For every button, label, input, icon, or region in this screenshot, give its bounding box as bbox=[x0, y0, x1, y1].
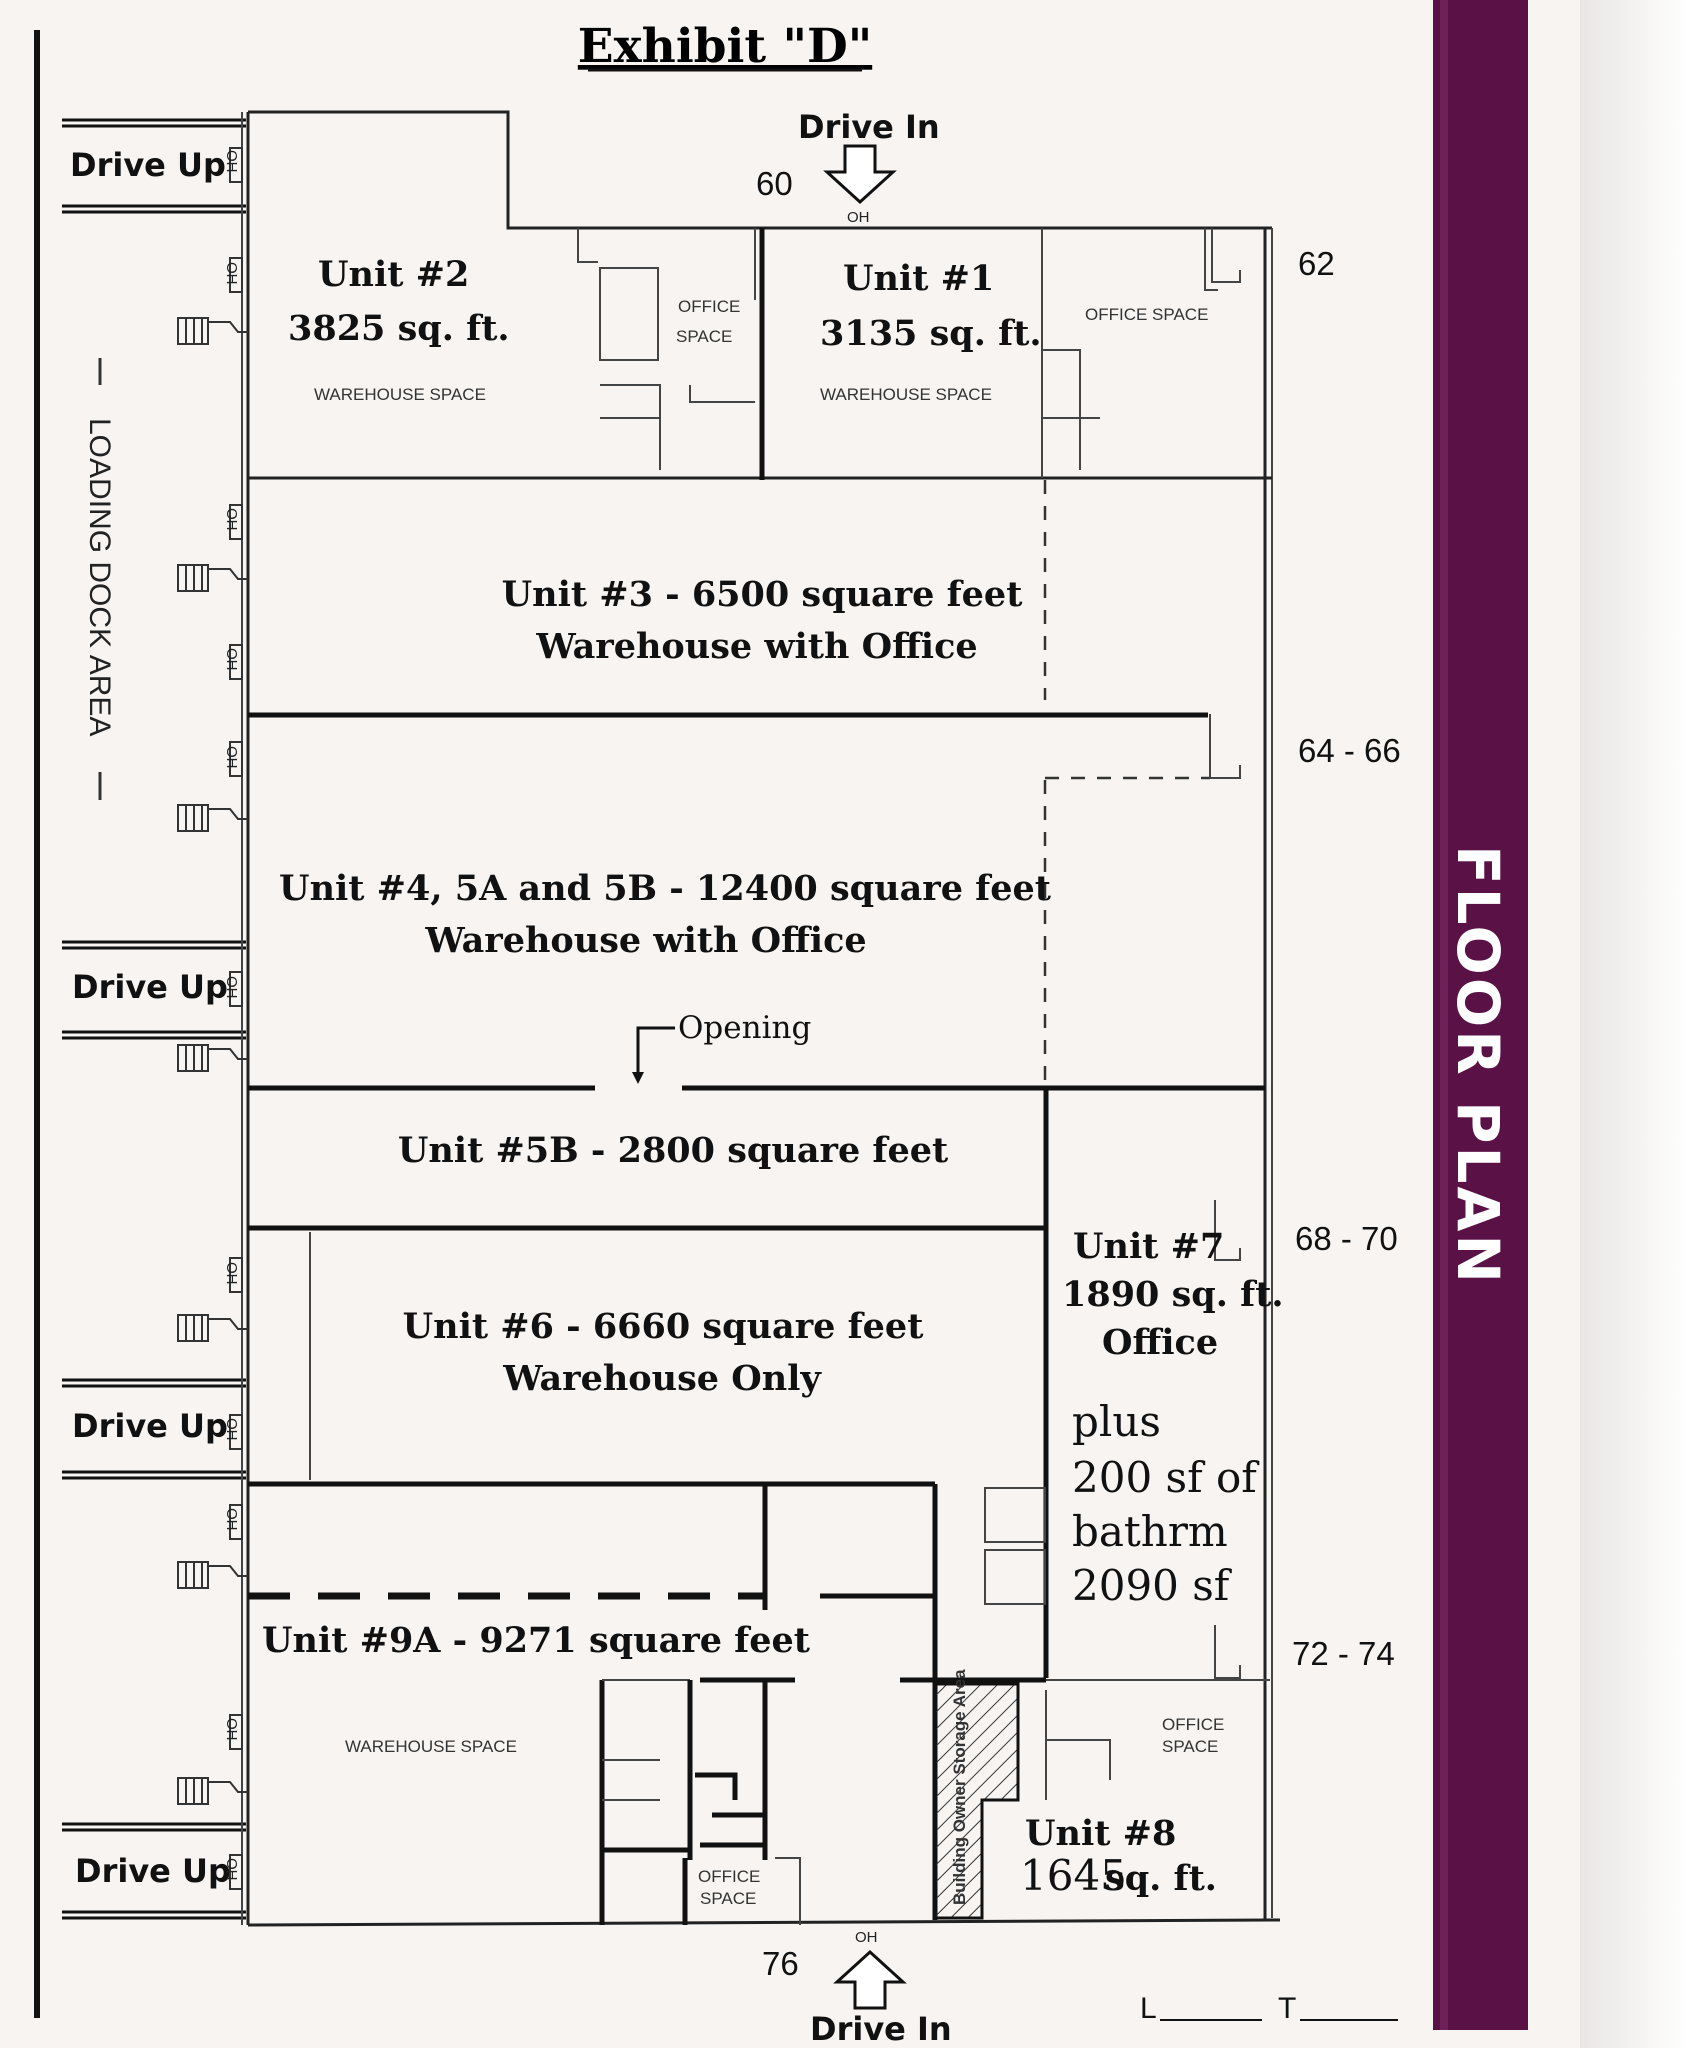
address-72-74: 72 - 74 bbox=[1292, 1635, 1395, 1672]
unit-5b-line1: Unit #5B - 2800 square feet bbox=[398, 1130, 948, 1171]
unit-6-line1: Unit #6 - 6660 square feet bbox=[403, 1306, 924, 1347]
unit-9a-warehouse-label: WAREHOUSE SPACE bbox=[345, 1737, 517, 1756]
unit-1-size: 3135 sq. ft. bbox=[820, 313, 1042, 354]
drive-in-label-bottom: Drive In bbox=[810, 2010, 952, 2048]
unit-6-line2: Warehouse Only bbox=[502, 1358, 822, 1399]
address-62: 62 bbox=[1298, 245, 1335, 282]
building-outline bbox=[241, 110, 1281, 1927]
oh-door-mark: OH bbox=[223, 262, 240, 285]
address-68-70: 68 - 70 bbox=[1295, 1220, 1398, 1257]
oh-door-mark: OH bbox=[223, 1508, 240, 1531]
dock-stairs bbox=[177, 317, 248, 1805]
unit-4-line2: Warehouse with Office bbox=[424, 920, 866, 961]
unit-7-note-4: 2090 sf bbox=[1072, 1561, 1233, 1610]
unit-1-office-label: OFFICE SPACE bbox=[1085, 305, 1208, 324]
drive-in-arrow-top bbox=[823, 144, 897, 205]
unit-3-line2: Warehouse with Office bbox=[535, 626, 977, 667]
oh-door-mark: OH bbox=[223, 1718, 240, 1741]
floor-plan-label: FLOOR PLAN bbox=[1444, 845, 1512, 1286]
oh-door-mark: OH bbox=[223, 648, 240, 671]
oh-door-mark: OH bbox=[223, 1262, 240, 1285]
initials-t-label: T bbox=[1278, 1992, 1296, 2025]
unit-2-name: Unit #2 bbox=[318, 254, 469, 295]
opening-label: Opening bbox=[678, 1010, 811, 1046]
oh-door-mark: OH bbox=[223, 508, 240, 531]
unit-7-note-3: bathrm bbox=[1072, 1507, 1228, 1556]
unit-9a-office-label-1: OFFICE bbox=[698, 1867, 760, 1886]
unit-9a-office-label-2: SPACE bbox=[700, 1889, 756, 1908]
drive-up-lines bbox=[62, 118, 246, 1920]
unit-7-name: Unit #7 bbox=[1073, 1226, 1224, 1267]
drive-in-label-top: Drive In bbox=[798, 108, 940, 146]
address-64-66: 64 - 66 bbox=[1298, 732, 1401, 769]
oh-door-mark: OH bbox=[223, 1858, 240, 1881]
storage-area-label: Building Owner Storage Area bbox=[950, 1669, 969, 1905]
overhead-doors-left bbox=[229, 147, 243, 1890]
loading-dock-label: LOADING DOCK AREA bbox=[83, 418, 116, 736]
opening-arrow bbox=[636, 1026, 675, 1080]
unit-7-type: Office bbox=[1102, 1322, 1218, 1363]
unit-1-warehouse-label: WAREHOUSE SPACE bbox=[820, 385, 992, 404]
unit-8-office-label-2: SPACE bbox=[1162, 1737, 1218, 1756]
initials-l-label: L bbox=[1140, 1992, 1157, 2025]
unit-8-size-number: 1645 bbox=[1020, 1851, 1127, 1900]
drive-up-label-3: Drive Up bbox=[72, 1407, 228, 1445]
unit-4-line1: Unit #4, 5A and 5B - 12400 square feet bbox=[279, 868, 1051, 909]
floor-plan-sidebar bbox=[1433, 0, 1528, 2030]
oh-door-mark-bottom: OH bbox=[855, 1929, 878, 1946]
unit-2-size: 3825 sq. ft. bbox=[288, 308, 510, 349]
drive-up-label-4: Drive Up bbox=[75, 1852, 231, 1890]
exhibit-title: Exhibit "D" bbox=[578, 19, 872, 74]
unit-8-name: Unit #8 bbox=[1025, 1813, 1176, 1854]
drive-in-arrow-bottom bbox=[833, 1949, 907, 2010]
unit-3-line1: Unit #3 - 6500 square feet bbox=[502, 574, 1023, 615]
unit-8-office-label-1: OFFICE bbox=[1162, 1715, 1224, 1734]
oh-door-mark: OH bbox=[223, 746, 240, 769]
address-60: 60 bbox=[756, 165, 793, 202]
drive-up-label-2: Drive Up bbox=[72, 968, 228, 1006]
oh-door-mark: OH bbox=[223, 976, 240, 999]
unit-7-note-1: plus bbox=[1072, 1397, 1161, 1446]
unit-9a-line1: Unit #9A - 9271 square feet bbox=[262, 1620, 810, 1661]
oh-door-mark: OH bbox=[223, 1418, 240, 1441]
unit-7-note-2: 200 sf of bbox=[1072, 1453, 1260, 1502]
unit-2-office-label-2: SPACE bbox=[676, 327, 732, 346]
oh-door-mark: OH bbox=[223, 150, 240, 173]
unit-1-name: Unit #1 bbox=[843, 258, 994, 299]
unit-2-warehouse-label: WAREHOUSE SPACE bbox=[314, 385, 486, 404]
unit-2-office-label-1: OFFICE bbox=[678, 297, 740, 316]
unit-8-size-unit: sq. ft. bbox=[1105, 1858, 1217, 1899]
oh-door-mark-top: OH bbox=[847, 209, 870, 226]
interior-walls bbox=[248, 228, 1272, 1925]
storage-area-hatch bbox=[933, 1682, 1020, 1920]
address-76: 76 bbox=[762, 1945, 799, 1982]
unit-7-size: 1890 sq. ft. bbox=[1062, 1274, 1284, 1315]
drive-up-label-1: Drive Up bbox=[70, 146, 226, 184]
